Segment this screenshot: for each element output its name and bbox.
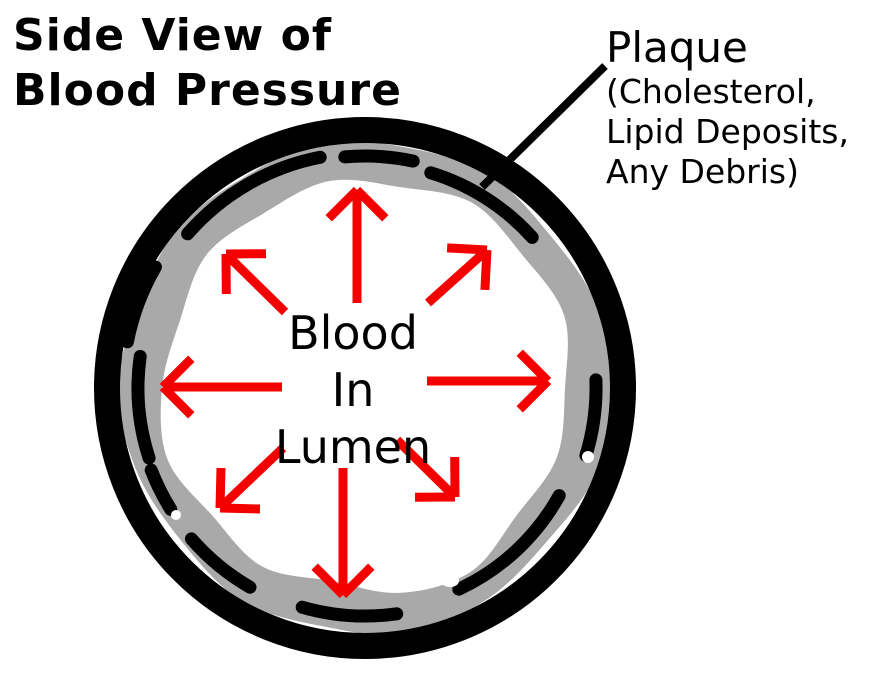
- lumen-area: [160, 179, 568, 593]
- arrow-segment: [215, 467, 226, 509]
- plaque-streak: [144, 463, 178, 516]
- plaque-annotation-line1: (Cholesterol,: [606, 72, 816, 111]
- lumen-label-line2: In: [331, 363, 375, 417]
- pressure-arrow-down: [311, 468, 375, 599]
- plaque-streak: [131, 349, 156, 465]
- lumen-label-line1: Blood: [288, 306, 418, 360]
- plaque-leader-line: [479, 63, 608, 190]
- arrow-segment: [424, 246, 491, 307]
- arrow-segment: [446, 243, 488, 255]
- arrow-segment: [159, 383, 195, 419]
- pressure-arrow-up-left: [221, 249, 289, 316]
- plaque-streak: [424, 166, 539, 244]
- plaque-streak: [338, 149, 420, 168]
- arrow-segment: [216, 444, 287, 512]
- plaque-annotation-title: Plaque: [606, 23, 748, 72]
- lumen-label-line3: Lumen: [274, 420, 432, 474]
- arrow-segment: [516, 349, 552, 385]
- arrow-segment: [339, 563, 375, 599]
- arrow-segment: [325, 186, 361, 222]
- white-speck: [171, 510, 181, 520]
- arrow-segment: [353, 186, 389, 222]
- page-title-line2: Blood Pressure: [13, 65, 402, 116]
- plaque-streak: [579, 373, 603, 462]
- plaque-streak: [295, 600, 404, 623]
- plaque-streak: [120, 260, 162, 349]
- vessel-wall-ring: [94, 117, 636, 659]
- plaque-annotation-line3: Any Debris): [606, 152, 799, 191]
- plaque-annotation: Plaque (Cholesterol, Lipid Deposits, Any…: [606, 24, 849, 192]
- pressure-arrow-up: [325, 186, 389, 303]
- white-speck: [582, 451, 594, 463]
- plaque-streak: [181, 150, 327, 241]
- arrow-segment: [393, 436, 459, 501]
- arrow-segment: [159, 355, 195, 391]
- plaque-streak: [184, 532, 257, 594]
- arrow-segment: [311, 563, 347, 599]
- plaque-annotation-line2: Lipid Deposits,: [606, 112, 849, 151]
- arrow-segment: [480, 249, 492, 291]
- pressure-arrow-up-right: [424, 243, 492, 307]
- arrow-segment: [516, 377, 552, 413]
- page-title: Side View of Blood Pressure: [13, 8, 402, 118]
- plaque-streak: [452, 489, 566, 596]
- page-title-line1: Side View of: [13, 10, 332, 61]
- pressure-arrow-left: [159, 355, 282, 419]
- lumen-label: Blood In Lumen: [275, 305, 431, 476]
- white-speck: [441, 575, 459, 587]
- pressure-arrow-down-right: [393, 436, 460, 502]
- arrow-segment: [222, 250, 289, 316]
- pressure-arrow-down-left: [215, 444, 287, 514]
- arrow-segment: [219, 503, 261, 514]
- pressure-arrow-right: [427, 349, 552, 413]
